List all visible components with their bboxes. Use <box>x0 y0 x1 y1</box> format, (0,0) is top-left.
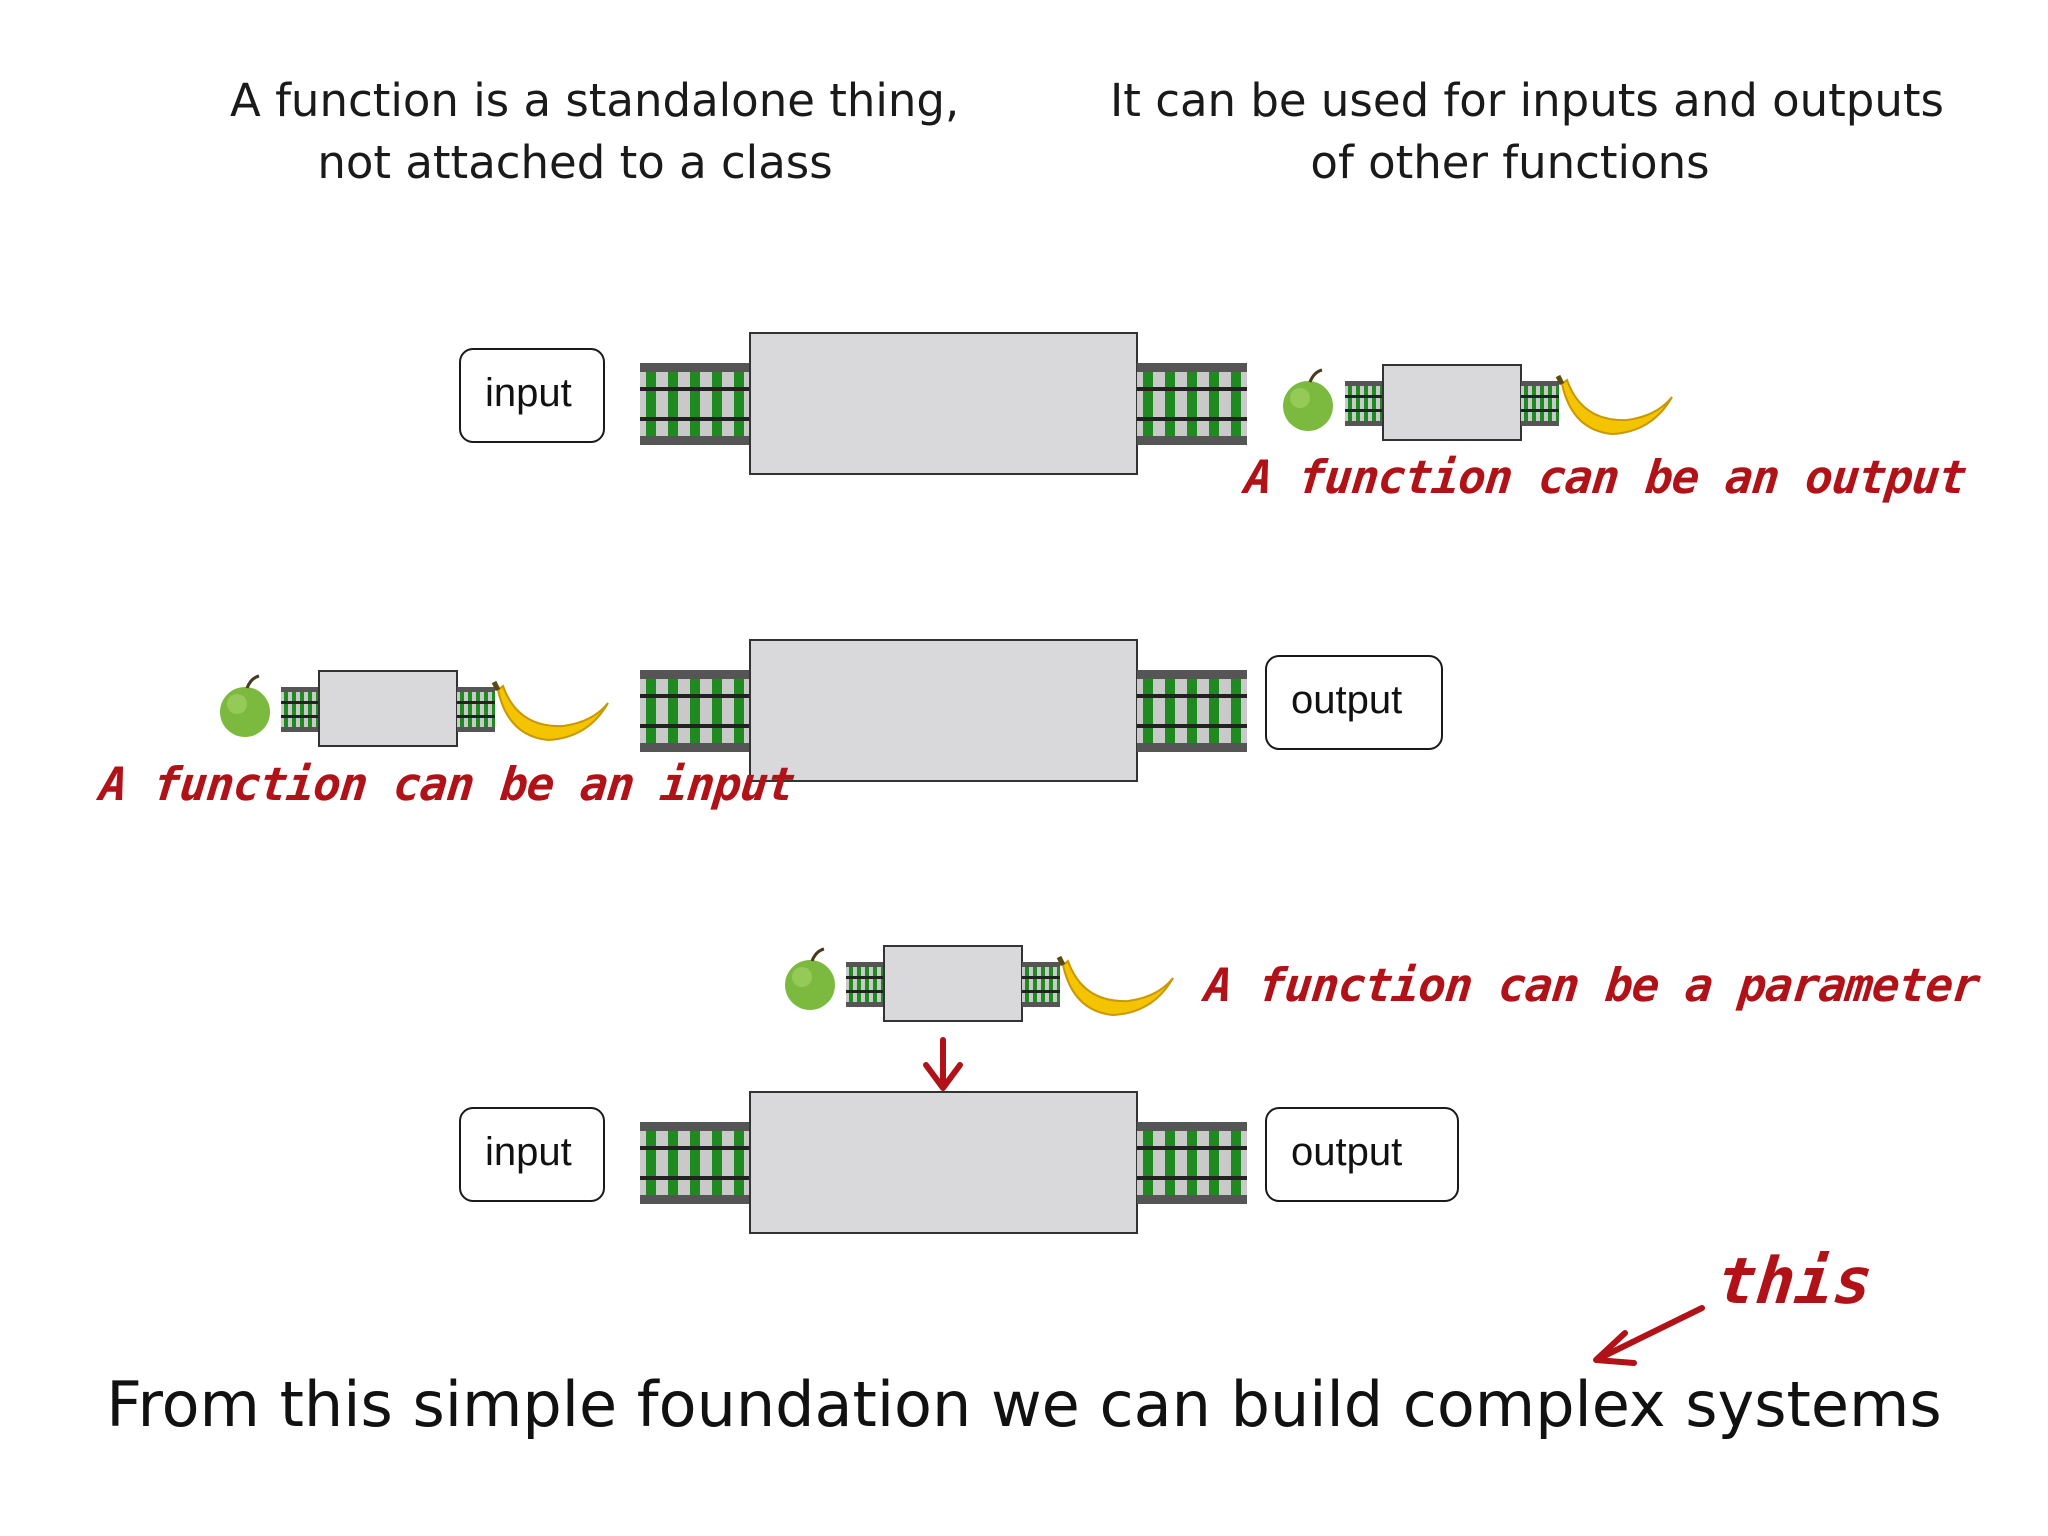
row2-mini-function <box>218 670 608 747</box>
row1-function-box <box>749 332 1138 475</box>
row1-mini-right-track <box>1521 381 1559 426</box>
this-arrow <box>1593 1305 1705 1366</box>
row3-input-box: input <box>459 1107 605 1202</box>
row2-mini-right-track <box>457 687 495 732</box>
note-parameter: A function can be a parameter <box>1202 958 1982 1012</box>
row2-function-box <box>749 639 1138 782</box>
apple-icon <box>218 674 272 739</box>
banana-icon <box>494 682 608 740</box>
heading-right-line1: It can be used for inputs and outputs <box>1110 74 1944 127</box>
row3-output-box: output <box>1265 1107 1459 1202</box>
row2-function <box>640 639 1247 782</box>
banana-icon <box>1558 376 1672 434</box>
note-output: A function can be an output <box>1242 450 1969 504</box>
row3-mini-function <box>783 945 1173 1022</box>
row1-left-track <box>640 363 750 445</box>
row3-mini-function-box <box>883 945 1023 1022</box>
row1-mini-left-track <box>1345 381 1383 426</box>
heading-left: A function is a standalone thing, not at… <box>230 70 960 194</box>
row1-mini-function-box <box>1382 364 1522 441</box>
apple-icon <box>783 947 837 1012</box>
row2-left-track <box>640 670 750 752</box>
row2-output-box: output <box>1265 655 1443 750</box>
row3-mini-left-track <box>846 962 884 1007</box>
apple-icon <box>1281 368 1335 433</box>
row2-right-track <box>1137 670 1247 752</box>
row3-mini-right-track <box>1022 962 1060 1007</box>
row3-function-box <box>749 1091 1138 1234</box>
row3-right-track <box>1137 1122 1247 1204</box>
row1-input-box: input <box>459 348 605 443</box>
heading-right: It can be used for inputs and outputs of… <box>1110 70 1944 194</box>
row2-mini-left-track <box>281 687 319 732</box>
row1-mini-function <box>1281 364 1672 441</box>
note-input: A function can be an input <box>97 757 797 811</box>
row3-function <box>640 1091 1247 1234</box>
heading-left-line1: A function is a standalone thing, <box>230 74 960 127</box>
banana-icon <box>1059 957 1173 1015</box>
footer-text: From this simple foundation we can build… <box>106 1368 1942 1441</box>
row3-left-track <box>640 1122 750 1204</box>
row1-function <box>640 332 1247 475</box>
row2-mini-function-box <box>318 670 458 747</box>
parameter-arrow <box>923 1037 963 1091</box>
row1-right-track <box>1137 363 1247 445</box>
note-this: this <box>1714 1245 1877 1319</box>
heading-left-line2: not attached to a class <box>317 136 833 189</box>
heading-right-line2: of other functions <box>1310 136 1710 189</box>
